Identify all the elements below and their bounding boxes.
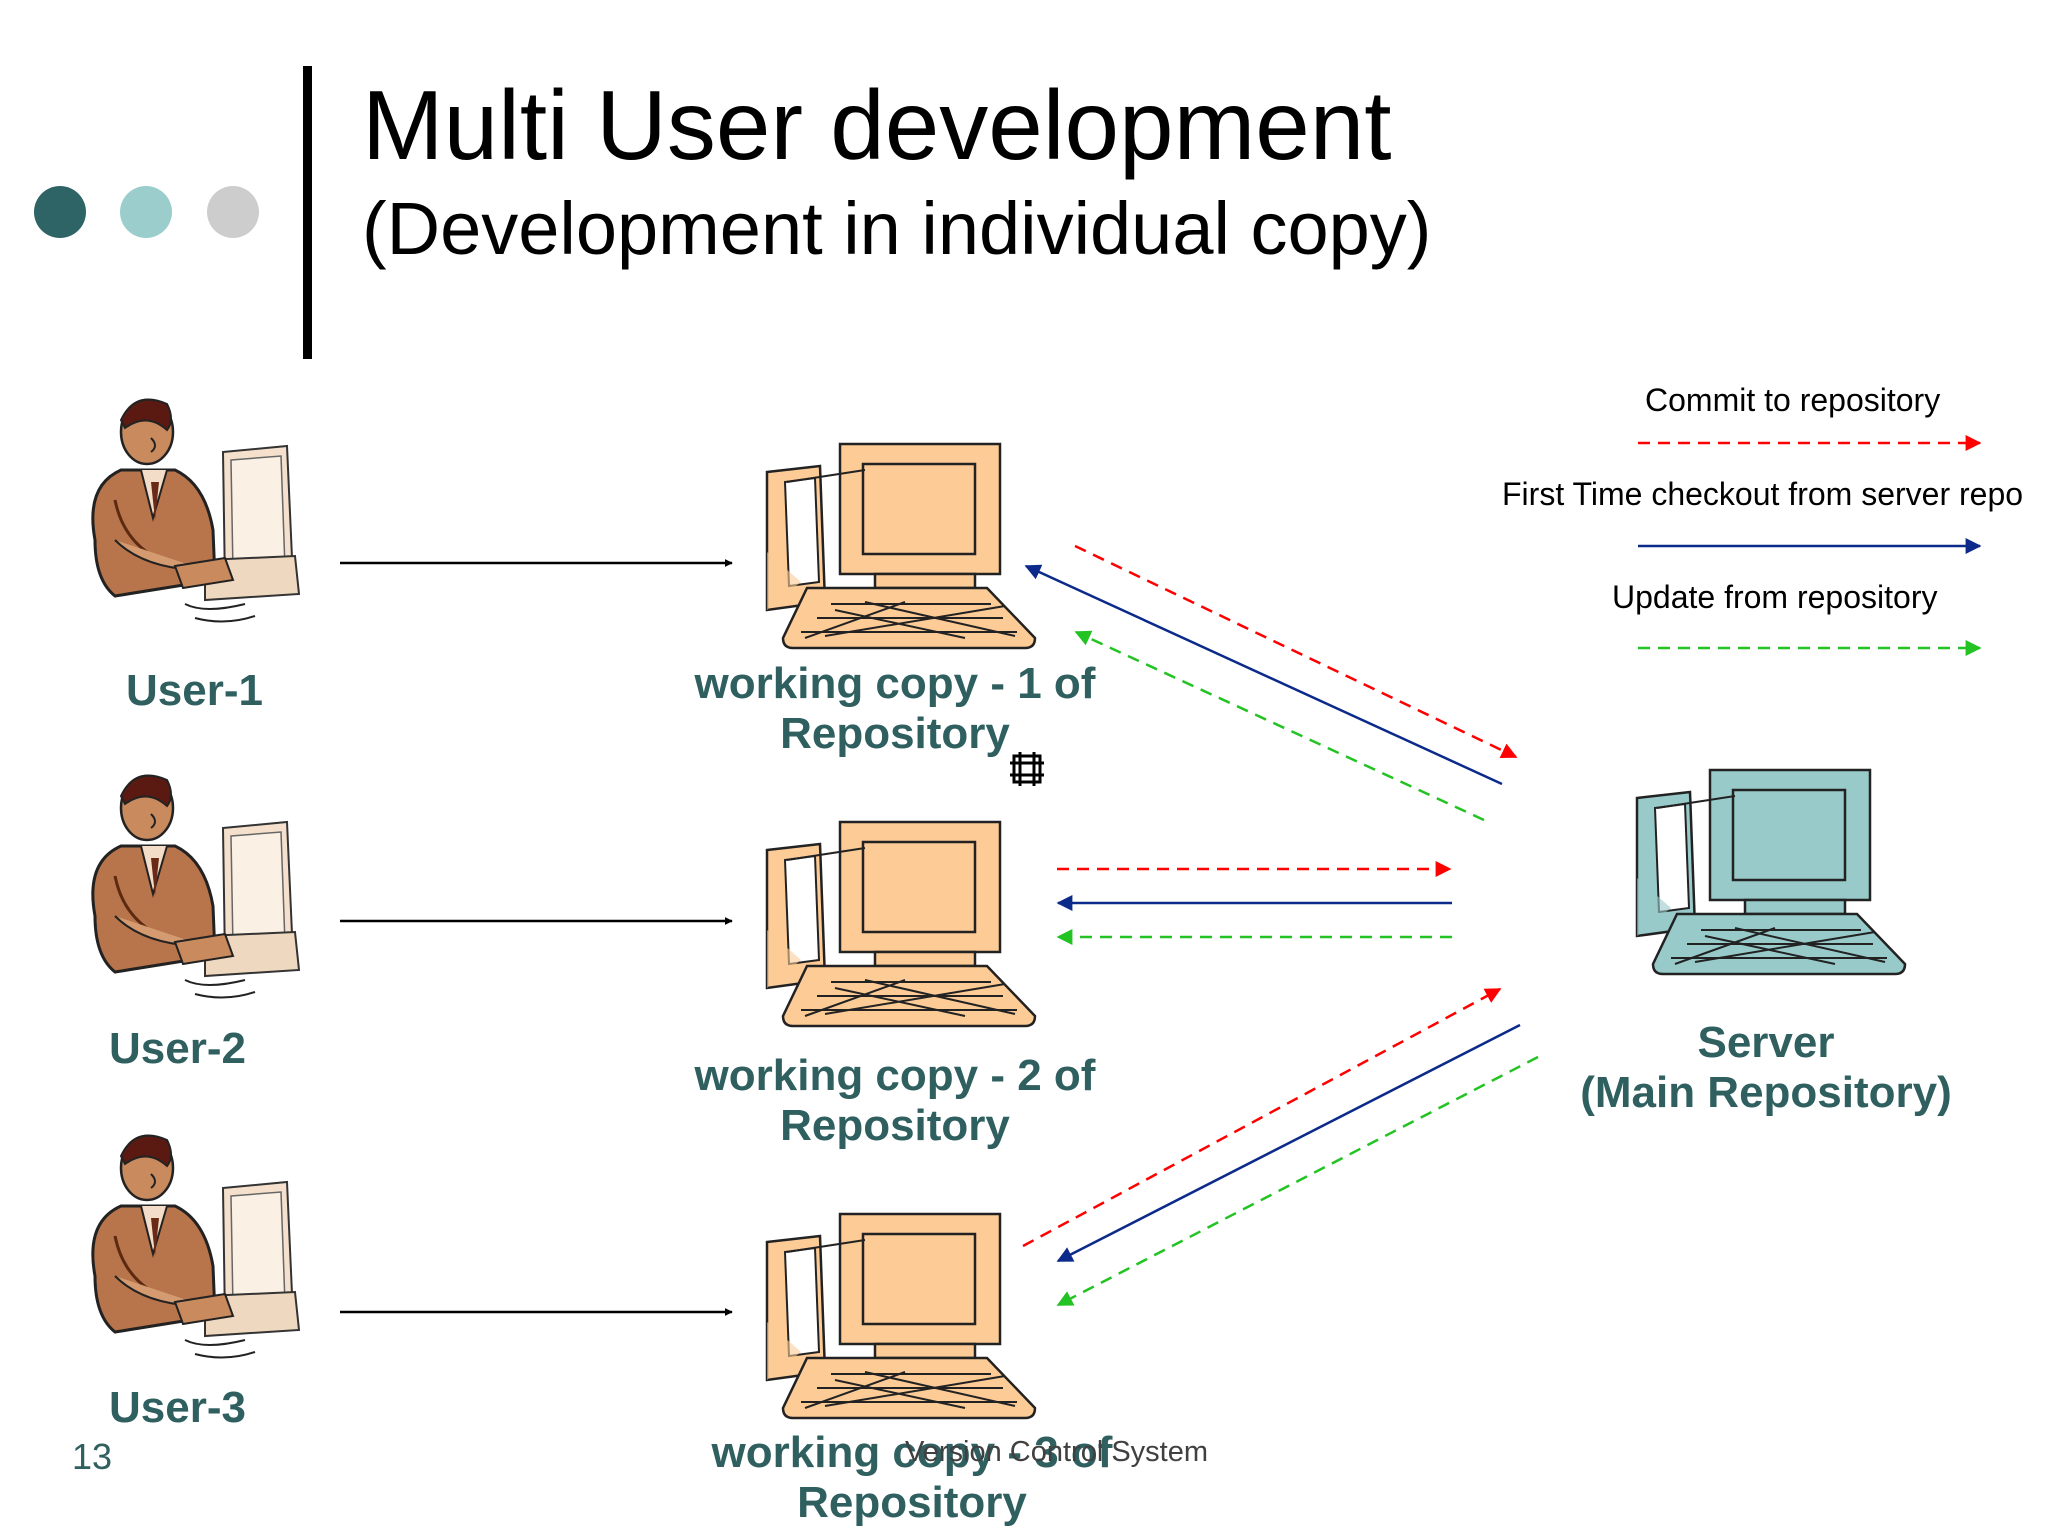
update-arrow-1	[1074, 630, 1485, 822]
working-copy-3-line2: Repository	[797, 1478, 1027, 1527]
server-label-line2: (Main Repository)	[1580, 1068, 1952, 1117]
title-divider	[303, 66, 312, 359]
server-label-line1: Server	[1697, 1018, 1835, 1067]
checkout-arrow-1	[1024, 564, 1503, 786]
server-label: Server (Main Repository)	[1466, 1018, 2048, 1118]
dot-gray	[207, 186, 259, 238]
working-copy-2-icon	[765, 820, 1037, 1028]
commit-arrow-3	[1022, 987, 1502, 1248]
dot-teal	[120, 186, 172, 238]
slide-subtitle: (Development in individual copy)	[362, 187, 1432, 270]
user-2-icon	[91, 774, 301, 1000]
slide-title: Multi User development	[362, 70, 1392, 180]
working-copy-2-label: working copy - 2 of Repository	[595, 1051, 1195, 1151]
working-copy-1-line1: working copy - 1 of	[694, 659, 1096, 708]
working-copy-3-icon	[765, 1212, 1037, 1420]
working-copy-1-line2: Repository	[780, 709, 1010, 758]
legend-commit-label: Commit to repository	[1645, 382, 1941, 418]
working-copy-2-line1: working copy - 2 of	[694, 1051, 1096, 1100]
page-number: 13	[72, 1436, 113, 1477]
dot-dark	[34, 186, 86, 238]
checkout-arrow-3	[1056, 1023, 1521, 1263]
user-2-label: User-2	[109, 1024, 246, 1073]
working-copy-2-line2: Repository	[780, 1101, 1010, 1150]
working-copy-3-line1: working copy - 3 of	[711, 1428, 1113, 1477]
update-arrow-3	[1056, 1055, 1539, 1307]
commit-arrow-1	[1074, 544, 1518, 759]
footer-text: Version Control System	[905, 1436, 1209, 1468]
user-3-icon	[91, 1134, 301, 1360]
legend-update-label: Update from repository	[1612, 579, 1938, 615]
server-icon	[1635, 768, 1907, 976]
user-3-label: User-3	[109, 1383, 246, 1432]
working-copy-3-label: working copy - 3 of Repository	[612, 1428, 1212, 1528]
legend-checkout-label: First Time checkout from server repo	[1502, 476, 2024, 512]
move-cursor-icon	[1010, 752, 1044, 786]
working-copy-1-icon	[765, 442, 1037, 650]
user-1-label: User-1	[126, 666, 263, 715]
working-copy-1-label: working copy - 1 of Repository	[595, 659, 1195, 759]
user-1-icon	[91, 398, 301, 624]
